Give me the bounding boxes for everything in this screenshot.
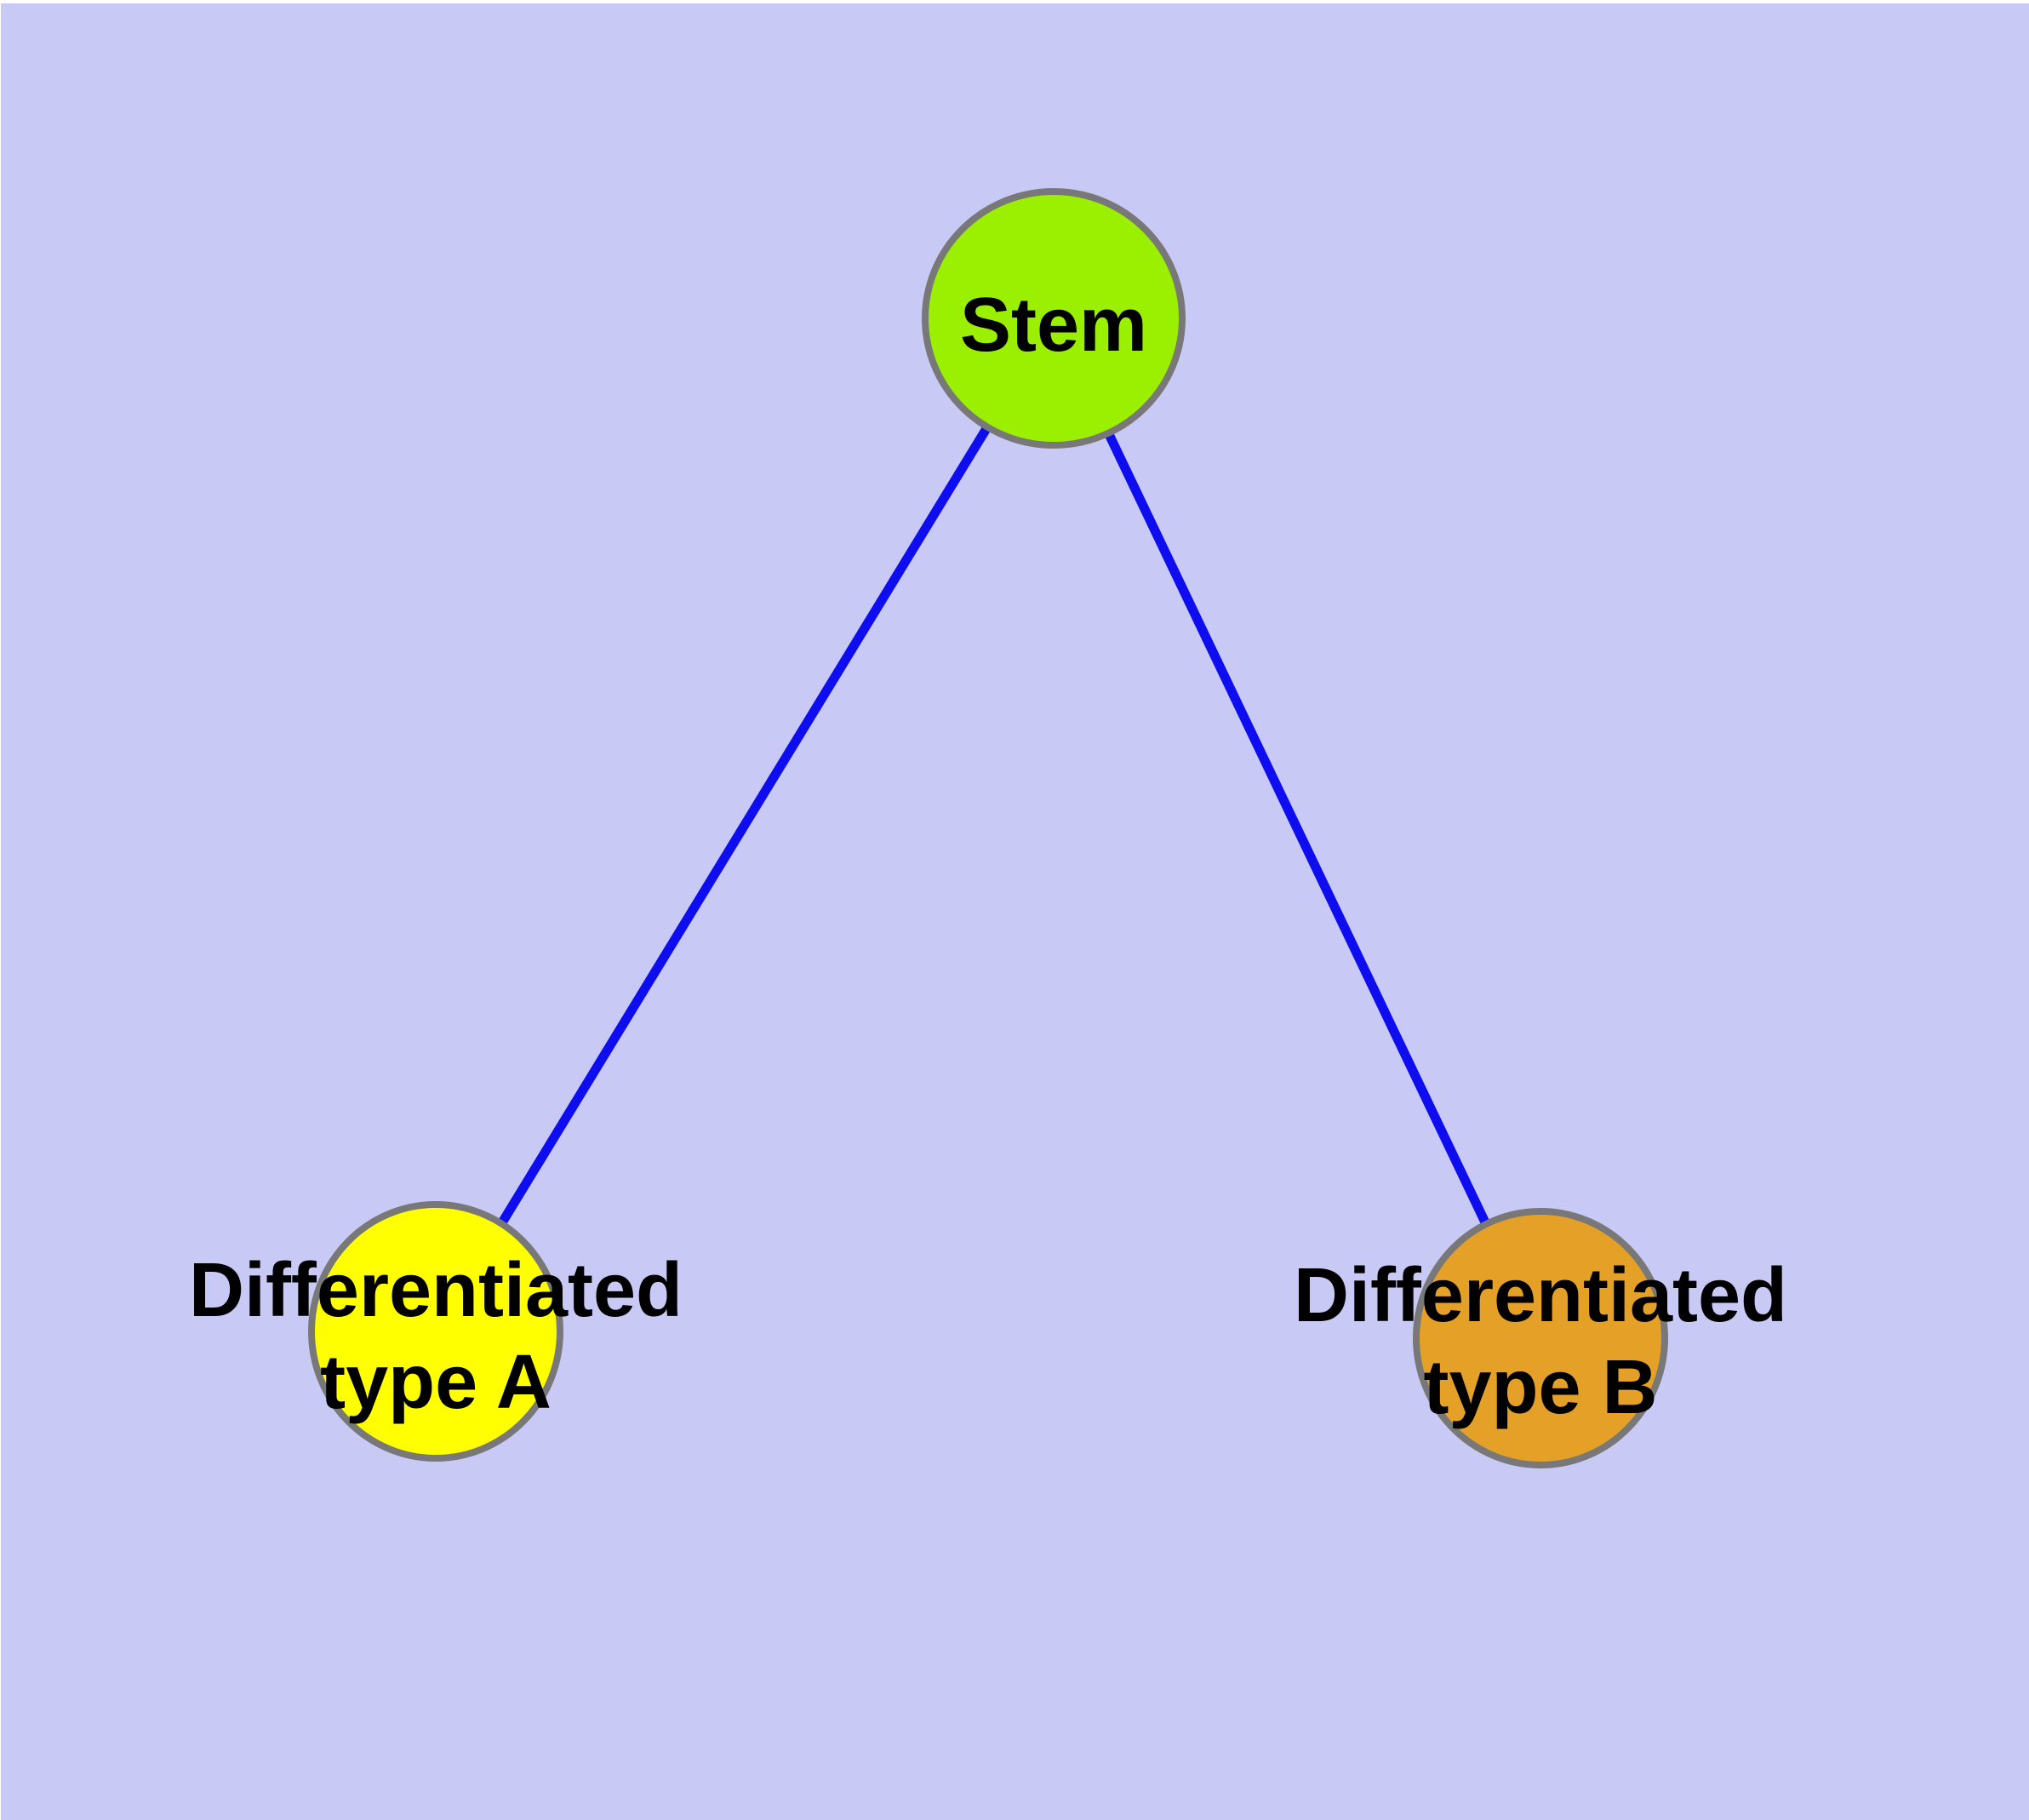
node-type-b-label-line1: Differentiated (1294, 1253, 1787, 1338)
node-type-b-label-line2: type B (1423, 1345, 1657, 1430)
edge-stem-to-type-a (432, 316, 1058, 1334)
node-differentiated-type-b (1413, 1208, 1668, 1468)
node-stem-label: Stem (960, 283, 1147, 368)
edge-stem-to-type-b (1049, 316, 1545, 1341)
node-type-a-label-line2: type A (320, 1340, 552, 1425)
node-differentiated-type-a (308, 1201, 563, 1462)
node-type-a-label-line1: Differentiated (189, 1248, 683, 1333)
node-stem (922, 188, 1186, 449)
